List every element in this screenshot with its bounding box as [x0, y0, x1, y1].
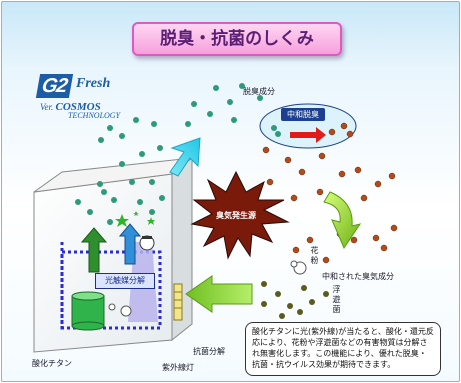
logo-version-sub: TECHNOLOGY [68, 111, 121, 120]
odor-intake-arrow [169, 137, 201, 177]
g2-fresh-logo: G2 Fresh Ver. COSMOS TECHNOLOGY [35, 74, 138, 124]
airflow-up-arrows [80, 223, 142, 273]
logo-brand: G2 [35, 74, 73, 98]
label-floating-bacteria: 浮遊菌 [332, 285, 341, 314]
return-flow-arrow [185, 275, 253, 313]
intake-vent [173, 283, 183, 321]
page-title: 脱臭・抗菌のしくみ [132, 22, 342, 56]
label-uv-lamp: 紫外線灯 [162, 363, 194, 372]
odor-source-burst [190, 170, 290, 260]
label-photocatalyst-decomposition: 光触媒分解 [95, 273, 155, 289]
logo-version: Ver. COSMOS [40, 101, 101, 113]
titanium-oxide-cylinder [71, 291, 105, 331]
odor-particles [75, 83, 263, 225]
label-odor-source: 臭気発生源 [216, 211, 256, 220]
label-pollen: 花粉 [310, 246, 319, 265]
label-titanium-oxide: 酸化チタン [32, 359, 72, 368]
label-neutralization: 中和脱臭 [281, 108, 325, 121]
purifier-device [33, 156, 194, 353]
explanation-note: 酸化チタンに光(紫外線)が当たると、酸化・還元反応により、花粉や浮遊菌などの有害… [245, 322, 441, 376]
pollen-dots [261, 281, 329, 319]
odor-flow-down-arrow [323, 191, 362, 250]
label-neutralized-odor: 中和された臭気成分 [322, 272, 394, 281]
label-antibacterial-decomposition: 抗菌分解 [193, 347, 225, 356]
sparkle-stars [115, 211, 155, 227]
label-odor-components: 脱臭成分 [243, 87, 275, 96]
logo-brand-suffix: Fresh [76, 76, 111, 91]
